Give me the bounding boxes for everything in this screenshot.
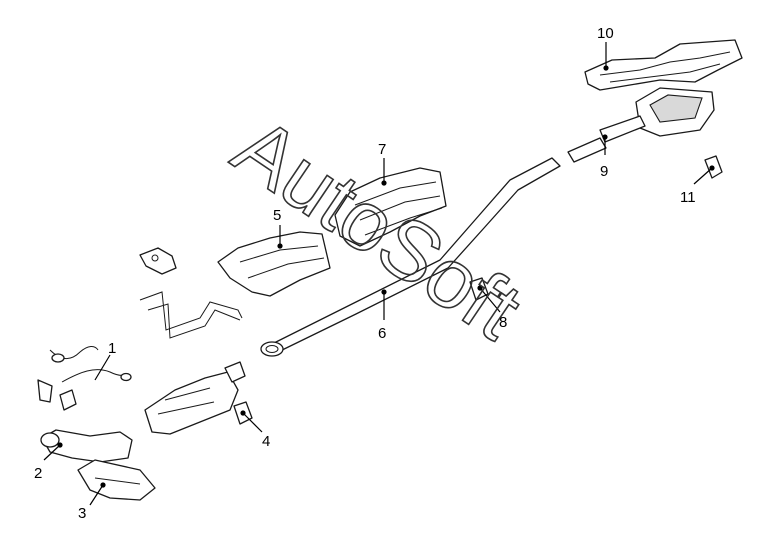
sensor-bracket [139,247,177,275]
heat-shield-front [217,231,331,297]
pipe-brackets [139,291,243,339]
callout-8: 8 [499,314,507,331]
callout-11: 11 [680,189,696,206]
oxygen-sensors [37,346,132,411]
intermediate-pipe [260,137,607,357]
callout-1: 1 [108,340,116,357]
front-pipe [40,429,133,463]
callout-2: 2 [34,465,42,482]
heat-shield-middle [334,167,447,247]
catalytic-converter [144,361,246,435]
lower-heat-shield [77,459,156,501]
callout-4: 4 [262,433,270,450]
watermark-text: AutoSoft [218,99,538,357]
callout-7: 7 [378,141,386,158]
heat-shield-rear [584,39,743,91]
callout-5: 5 [273,207,281,224]
rear-muffler [599,87,715,143]
callout-10: 10 [597,25,614,42]
callout-3: 3 [78,505,86,522]
callout-6: 6 [378,325,386,342]
callout-9: 9 [600,163,608,180]
leader-lines [43,42,715,506]
